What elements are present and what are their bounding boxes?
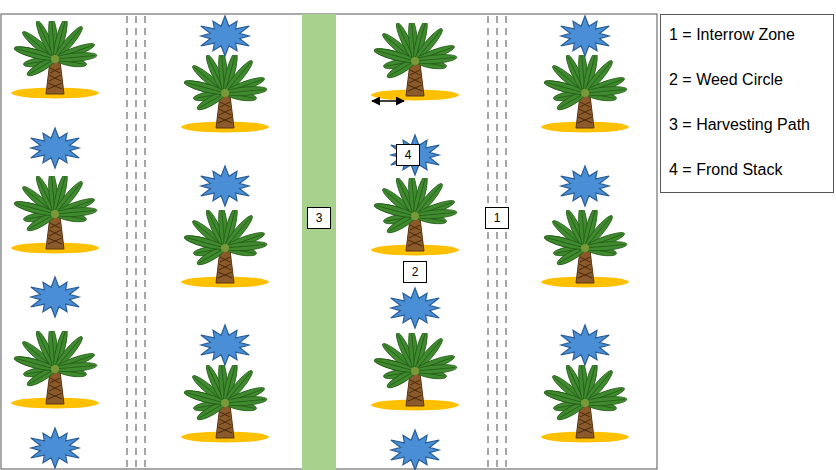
- legend-text: 2 = Weed Circle: [669, 70, 827, 90]
- palm-tree: [541, 361, 629, 443]
- palm-tree: [11, 327, 99, 409]
- harvesting-path: [302, 14, 336, 470]
- callout-number: 3: [316, 211, 323, 225]
- field-frame: [1, 14, 657, 469]
- callout-box: 3: [307, 207, 331, 229]
- legend-text: 4 = Frond Stack: [669, 160, 827, 180]
- legend-box: 1 = Interrow Zone 2 = Weed Circle 3 = Harv…: [660, 14, 834, 193]
- frond-stack: [391, 430, 439, 470]
- callout-number: 2: [412, 265, 419, 279]
- callout-box: 2: [403, 261, 427, 283]
- palm-tree: [11, 17, 99, 99]
- width-arrow: [372, 100, 404, 102]
- frond-stack: [31, 277, 79, 317]
- callout-number: 1: [494, 211, 501, 225]
- palm-tree: [541, 206, 629, 288]
- callout-box: 4: [396, 144, 420, 166]
- palm-tree: [371, 329, 459, 411]
- frond-stack: [31, 128, 79, 168]
- callout-number: 4: [405, 148, 412, 162]
- frond-stacks: [31, 16, 609, 470]
- frond-stack: [201, 325, 249, 365]
- palm-tree: [541, 51, 629, 133]
- legend-text: 3 = Harvesting Path: [669, 115, 827, 135]
- legend-text: 1 = Interrow Zone: [669, 25, 827, 45]
- palm-tree: [181, 361, 269, 443]
- callout-box: 1: [485, 207, 509, 229]
- interrow-lines: [127, 16, 506, 470]
- frond-stack: [201, 166, 249, 206]
- frond-stack: [31, 428, 79, 468]
- palm-tree: [371, 174, 459, 256]
- frond-stack: [561, 16, 609, 56]
- frond-stack: [561, 166, 609, 206]
- palm-tree: [181, 206, 269, 288]
- palm-tree: [181, 51, 269, 133]
- frond-stack: [391, 135, 439, 175]
- frond-stack: [561, 325, 609, 365]
- frond-stack: [201, 16, 249, 56]
- frond-stack: [391, 288, 439, 328]
- palm-tree: [11, 172, 99, 254]
- palm-trees: [11, 17, 629, 443]
- palm-tree: [371, 19, 459, 101]
